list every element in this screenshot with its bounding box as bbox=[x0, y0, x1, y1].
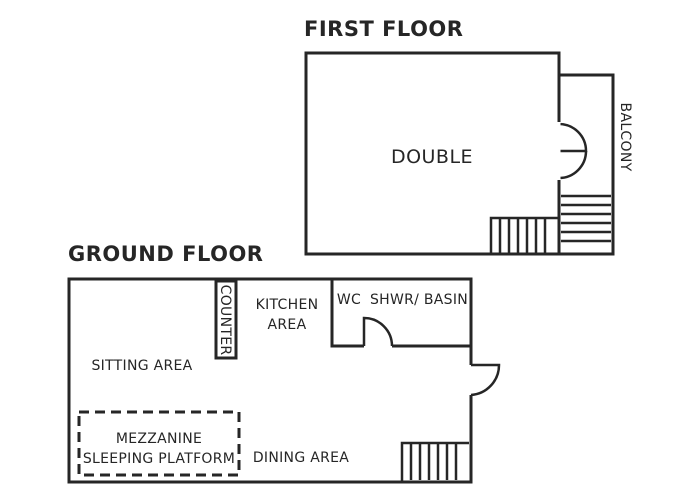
first-floor-plan: FIRST FLOOR DOUBLE BALCON bbox=[304, 17, 633, 256]
first-floor-title: FIRST FLOOR bbox=[304, 17, 463, 41]
balcony-label: BALCONY bbox=[617, 103, 633, 172]
dining-area-label: DINING AREA bbox=[253, 450, 349, 466]
ground-floor-stairs bbox=[400, 441, 469, 481]
shower-basin-label: SHWR/ BASIN bbox=[370, 292, 468, 308]
balcony-stairs bbox=[561, 194, 611, 243]
balcony-door-upper bbox=[558, 122, 588, 153]
double-label: DOUBLE bbox=[391, 146, 473, 168]
kitchen-label-line2: AREA bbox=[268, 317, 307, 333]
balcony bbox=[559, 73, 615, 256]
counter bbox=[214, 279, 238, 360]
entrance-door bbox=[470, 363, 501, 397]
mezzanine-platform bbox=[77, 410, 241, 477]
ground-floor-title: GROUND FLOOR bbox=[68, 242, 263, 266]
ground-floor-plan: GROUND FLOOR COUNTER KITCHEN AREA WC SHW… bbox=[67, 242, 501, 484]
kitchen-label-line1: KITCHEN bbox=[256, 297, 319, 313]
counter-label: COUNTER bbox=[217, 285, 233, 356]
ground-floor-walls bbox=[67, 277, 473, 484]
bathroom-wall bbox=[330, 279, 364, 348]
wc-label: WC bbox=[337, 292, 361, 308]
mezzanine-label-line1: MEZZANINE bbox=[116, 431, 202, 447]
bathroom-door bbox=[362, 316, 394, 347]
sitting-area-label: SITTING AREA bbox=[91, 358, 192, 374]
first-floor-stairs bbox=[489, 216, 559, 254]
mezzanine-label-line2: SLEEPING PLATFORM bbox=[83, 451, 235, 467]
balcony-door-lower bbox=[558, 150, 588, 180]
